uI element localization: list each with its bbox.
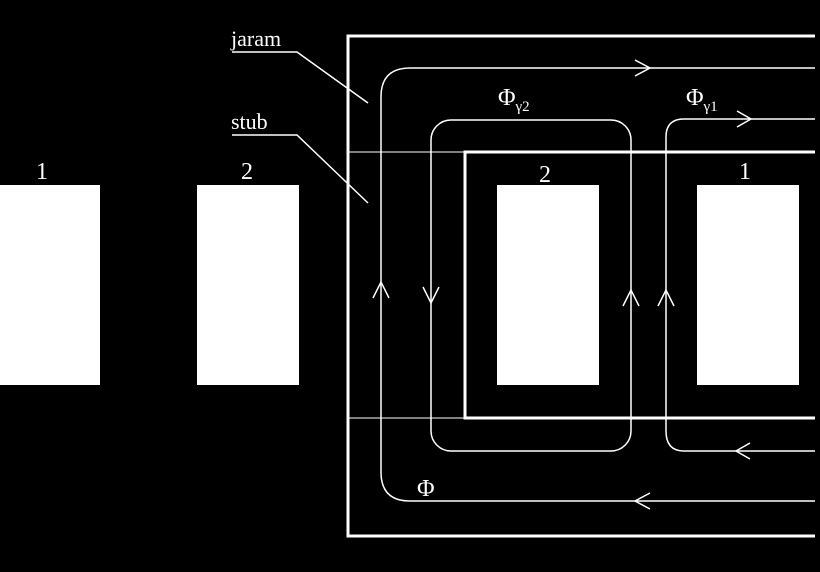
leakage-flux-2-arrows [422,286,640,307]
coil-left-outer [0,185,100,385]
coil-left-outer-label: 1 [36,159,48,185]
leakage-flux-2-label: Φγ2 [498,85,530,115]
limb-label: stub [231,109,268,134]
main-flux-path [380,67,815,502]
main-flux-label: Φ [417,476,435,502]
core-outline [346,34,815,538]
leakage-flux-2-path [430,119,632,452]
leakage-flux-2-symbol: Φ [498,85,516,111]
coil-right-inner-label: 2 [539,162,551,188]
leakage-flux-1-subscript: γ1 [703,99,718,115]
leakage-flux-2-subscript: γ2 [515,99,530,115]
leader-lines [232,51,369,204]
leakage-flux-1-path [665,118,815,452]
coil-right-outer [697,185,799,385]
main-flux-arrows [372,59,652,510]
coil-left-inner-label: 2 [241,159,253,185]
yoke-label: jaram [230,26,281,51]
leakage-flux-1-label: Φγ1 [686,85,718,115]
leakage-flux-1-symbol: Φ [686,85,704,111]
coil-right-outer-label: 1 [739,159,751,185]
leakage-flux-1-arrows [657,110,753,460]
coil-right-inner [497,185,599,385]
coil-left-inner [197,185,299,385]
limb-boundary-lines [348,151,465,419]
